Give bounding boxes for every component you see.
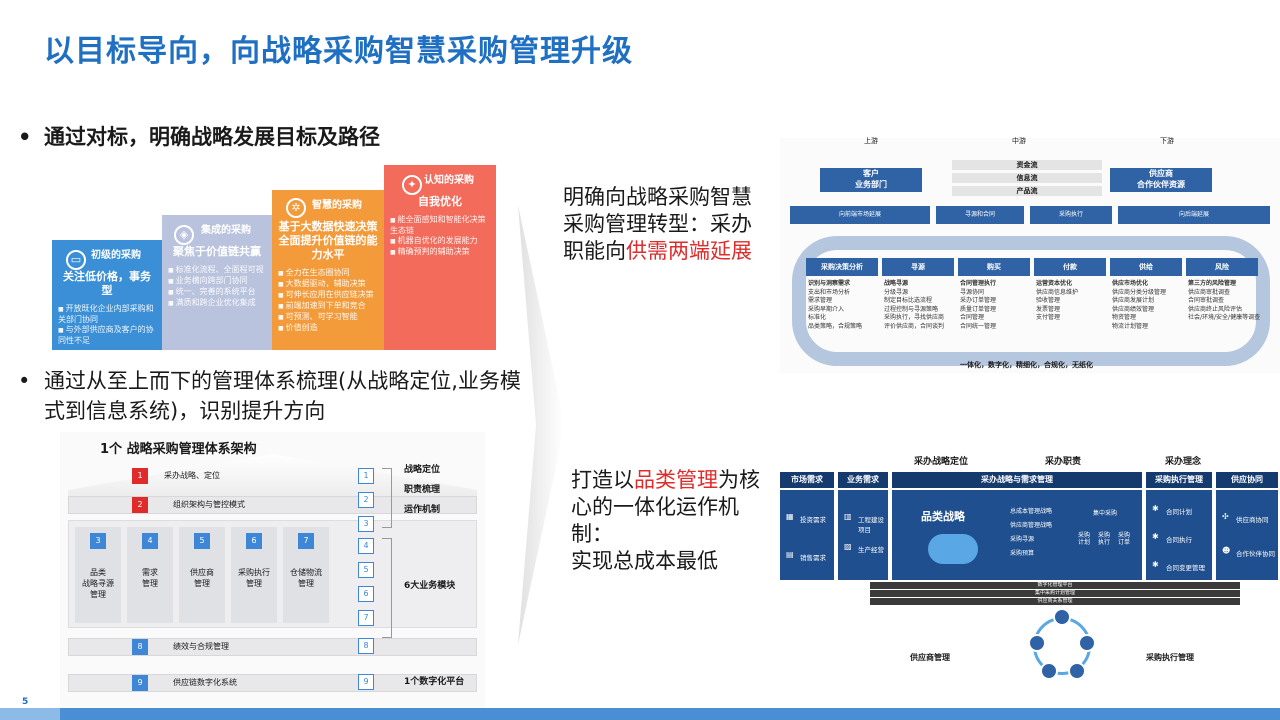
chart-icon: ▦	[786, 512, 794, 521]
gear-icon: ✱	[1152, 504, 1159, 513]
product-flow: 产品流	[952, 186, 1102, 196]
framework-legend: 1 2 3 4 5 6 7 8 9 战略定位 职责梳理 运作机制 6大业务模块 …	[358, 458, 478, 708]
cycle-footer: 一体化，数字化，精细化，合规化，无纸化	[960, 361, 1093, 369]
badge-2: 2	[132, 497, 148, 513]
info-flow: 信息流	[952, 173, 1102, 183]
supplier-box: 供应商 合作伙伴资源	[1110, 168, 1212, 192]
badge-9: 9	[132, 675, 148, 691]
collab-icon: ✣	[1222, 512, 1229, 521]
brain-icon: ✦	[402, 175, 422, 195]
tag-upstream: 上游	[864, 137, 878, 145]
capital-flow: 资金流	[952, 160, 1102, 170]
row-strategy: 采办战略、定位	[164, 471, 220, 480]
step-smart-procurement: ✲ 智慧的采购 基于大数据快速决策全面提升价值链的能力水平 全力在生态圈协同大数…	[272, 190, 384, 350]
cloud-icon	[928, 534, 978, 564]
transition-text-2: 打造以品类管理为核心的一体化运作机制：实现总成本最低	[571, 468, 760, 573]
central-procurement: 集中采购	[1093, 510, 1118, 517]
tag-downstream: 下游	[1160, 137, 1174, 145]
network-icon: ✲	[286, 198, 306, 218]
footer-bar	[0, 708, 1280, 720]
sales-icon: ▤	[786, 550, 794, 559]
step-basic-procurement: ▭ 初级的采购 关注低价格，事务型 开放既化企业内部采购和关部门协同与外部供应商…	[52, 240, 162, 350]
module-label: 品类 战略寻源 管理	[82, 568, 114, 599]
partner-icon: ☻	[1222, 546, 1231, 555]
factory-icon: ▨	[844, 542, 852, 551]
framework-title: 1个 战略采购管理体系架构	[100, 442, 257, 457]
building-icon: ▥	[844, 512, 852, 521]
step-integrated-procurement: ◈ 集成的采购 聚焦于价值链共赢 标准化流程、全面程可视业务横向跨部门协同统一、…	[162, 215, 272, 350]
row-performance: 绩效与合规管理	[68, 638, 477, 656]
execution-management-label: 采购执行管理	[1146, 653, 1194, 662]
monitor-icon: ▭	[66, 250, 86, 270]
customer-box: 客户 业务部门	[820, 168, 922, 192]
page-number: 5	[22, 697, 29, 707]
badge-8: 8	[132, 639, 148, 655]
category-operating-model: 采办战略定位 采办职责 采办理念 市场需求 业务需求 采办战略与需求管理 采购执…	[778, 452, 1280, 687]
row-organization: 组织架构与管控模式	[68, 496, 477, 514]
page-title: 以目标导向，向战略采购智慧采购管理升级	[44, 34, 633, 69]
maturity-staircase: ▭ 初级的采购 关注低价格，事务型 开放既化企业内部采购和关部门协同与外部供应商…	[52, 160, 497, 350]
badge-1: 1	[132, 468, 148, 484]
chevron-arrow	[518, 205, 563, 645]
row-digital-system: 供应链数字化系统	[68, 674, 477, 692]
gear-icon: ✱	[1152, 532, 1159, 541]
cube-icon: ◈	[174, 225, 194, 245]
bullet-management-system: •通过从至上而下的管理体系梳理(从战略定位,业务模式到信息系统)，识别提升方向	[18, 369, 521, 423]
value-chain-diagram: 上游 中游 下游 客户 业务部门 供应商 合作伙伴资源 资金流 信息流 产品流 …	[780, 138, 1280, 373]
category-strategy: 品类战略	[921, 510, 965, 523]
gear-icon: ✱	[1152, 560, 1159, 569]
step-cognitive-procurement: ✦ 认知的采购 自我优化 能全面感知和智能化决策生态链机器自优化的发展能力精确预…	[384, 165, 496, 350]
supplier-management-label: 供应商管理	[910, 653, 950, 662]
bullet-benchmark: •通过对标，明确战略发展目标及路径	[18, 125, 380, 149]
tag-midstream: 中游	[1012, 137, 1026, 145]
transition-text-1: 明确向战略采购智慧采购管理转型：采办职能向供需两端延展	[563, 185, 752, 263]
cycle-ring	[792, 236, 1270, 366]
